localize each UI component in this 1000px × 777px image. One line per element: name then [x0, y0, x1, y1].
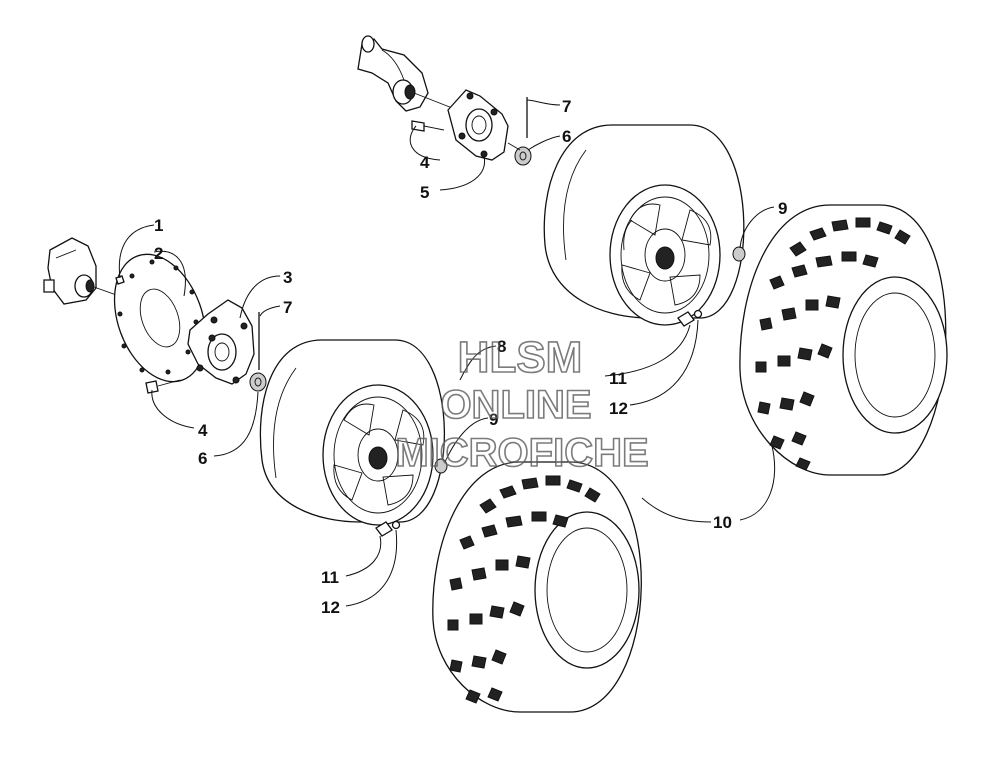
- upper-steering-knuckle: [357, 35, 429, 112]
- callout-12-upper: 12: [609, 399, 628, 418]
- upper-tire: [739, 204, 948, 476]
- callout-7-lower: 7: [283, 298, 292, 317]
- lower-castle-nut: [249, 372, 267, 392]
- callout-1: 1: [154, 216, 163, 235]
- callout-9-upper: 9: [778, 199, 787, 218]
- watermark-line-2: ONLINE: [440, 383, 591, 427]
- lower-valve-stem: [375, 520, 401, 537]
- watermark-line-3: MICROFICHE: [395, 431, 648, 475]
- lower-wheel-rim: [259, 339, 446, 526]
- callout-6-lower: 6: [198, 449, 207, 468]
- upper-castle-nut: [514, 146, 532, 166]
- callout-10: 10: [713, 513, 732, 532]
- callout-2: 2: [154, 244, 163, 263]
- callout-11-lower: 11: [321, 568, 339, 587]
- upper-lug-nut: [732, 246, 746, 262]
- callout-6-upper: 6: [562, 127, 571, 146]
- lower-steering-knuckle: [43, 237, 97, 305]
- watermark-line-1: HLSM: [458, 333, 583, 382]
- watermark: HLSM ONLINE MICROFICHE: [395, 332, 650, 476]
- callout-11-upper: 11: [609, 369, 627, 388]
- leader-lines: [118, 99, 776, 607]
- callout-7-upper: 7: [562, 97, 571, 116]
- upper-wheel-stud: [411, 120, 445, 132]
- upper-valve-stem: [677, 309, 703, 327]
- upper-hub: [447, 89, 509, 161]
- callout-5: 5: [420, 183, 429, 202]
- callout-8: 8: [497, 337, 506, 356]
- callout-3: 3: [283, 268, 292, 287]
- callout-4-upper: 4: [420, 153, 430, 172]
- upper-wheel-rim: [543, 124, 745, 326]
- lower-lug-nut: [434, 458, 448, 474]
- lower-hub: [187, 299, 255, 385]
- lower-wheel-stud: [145, 379, 181, 394]
- callout-12-lower: 12: [321, 598, 340, 617]
- lower-tire: [432, 461, 642, 713]
- callout-9-lower: 9: [489, 410, 498, 429]
- lower-brake-disc: [113, 253, 207, 383]
- callout-4-lower: 4: [198, 421, 208, 440]
